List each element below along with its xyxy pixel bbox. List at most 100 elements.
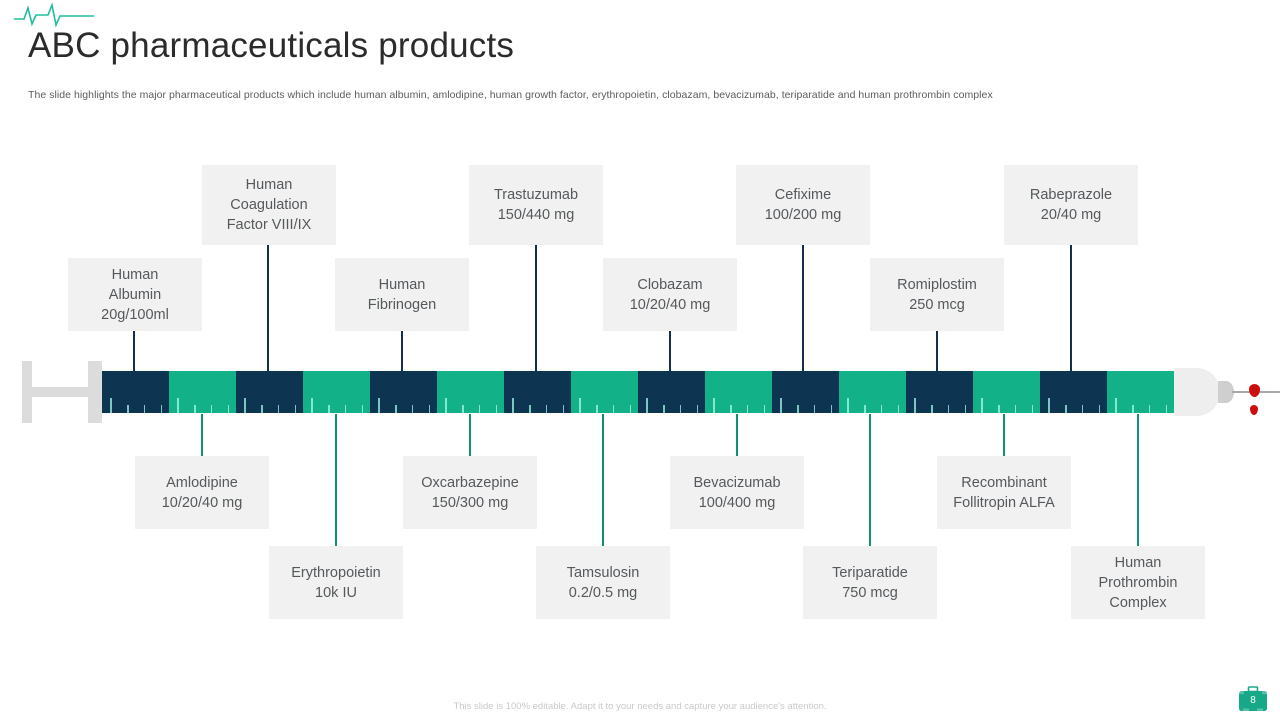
- graduation-tick: [998, 405, 1000, 413]
- product-label-line: Romiplostim: [897, 276, 977, 293]
- syringe-segment: [705, 371, 772, 413]
- connector-line-top-7: [1070, 245, 1072, 373]
- graduation-tick: [880, 405, 883, 413]
- medical-briefcase-icon: [1239, 686, 1267, 711]
- ecg-heartbeat-icon: [14, 2, 94, 28]
- graduation-tick: [143, 405, 146, 413]
- product-label-line: Clobazam: [637, 276, 703, 293]
- product-label-line: Teriparatide: [832, 564, 908, 581]
- connector-line-bottom-5: [869, 414, 871, 546]
- product-label-line: Human: [111, 266, 159, 283]
- graduation-tick: [931, 405, 933, 413]
- product-label-line: 10/20/40 mg: [161, 494, 243, 511]
- product-label-box[interactable]: Rabeprazole 20/40 mg: [1004, 165, 1138, 245]
- connector-line-bottom-6: [1003, 414, 1005, 456]
- graduation-tick: [1065, 405, 1067, 413]
- graduation-tick: [529, 405, 531, 413]
- product-label-line: 250 mcg: [909, 296, 965, 313]
- graduation-tick: [294, 405, 297, 413]
- connector-line-bottom-7: [1137, 414, 1139, 546]
- connector-line-bottom-0: [201, 414, 203, 456]
- product-label-line: Oxcarbazepine: [421, 474, 519, 491]
- graduation-tick: [679, 405, 682, 413]
- product-label-box[interactable]: Trastuzumab 150/440 mg: [469, 165, 603, 245]
- syringe-segment: [638, 371, 705, 413]
- product-label-line: Cefixime: [774, 187, 832, 203]
- graduation-tick: [696, 405, 699, 413]
- syringe-plunger-seal: [88, 361, 102, 423]
- graduation-tick: [445, 398, 447, 413]
- product-label-box[interactable]: Romiplostim 250 mcg: [870, 258, 1004, 331]
- syringe-segment: [1040, 371, 1107, 413]
- graduation-tick: [763, 405, 766, 413]
- graduation-tick: [261, 405, 263, 413]
- product-label-line: Trastuzumab: [493, 187, 579, 203]
- graduation-tick: [780, 398, 782, 413]
- product-label-line: Complex: [1109, 594, 1167, 611]
- graduation-tick: [1165, 405, 1168, 413]
- page-subtitle: The slide highlights the major pharmaceu…: [28, 89, 993, 101]
- syringe-segment: [1107, 371, 1174, 413]
- graduation-tick: [813, 405, 816, 413]
- product-label-line: Prothrombin: [1098, 574, 1178, 591]
- syringe-segment: [169, 371, 236, 413]
- product-label-line: Amlodipine: [166, 474, 238, 491]
- graduation-tick: [830, 405, 833, 413]
- graduation-tick: [127, 405, 129, 413]
- graduation-tick: [1081, 405, 1084, 413]
- product-label-line: 100/200 mg: [764, 207, 842, 223]
- product-label-line: Human: [378, 276, 426, 293]
- product-label-line: 20/40 mg: [1040, 207, 1102, 223]
- syringe-segment: [571, 371, 638, 413]
- blood-drop-small-icon: [1250, 405, 1258, 415]
- product-label-line: Rabeprazole: [1029, 187, 1113, 203]
- graduation-tick: [177, 398, 179, 413]
- product-label-line: 20g/100ml: [101, 306, 169, 323]
- syringe-segment: [437, 371, 504, 413]
- graduation-tick: [1031, 405, 1034, 413]
- graduation-tick: [562, 405, 565, 413]
- graduation-tick: [110, 398, 112, 413]
- graduation-tick: [462, 405, 464, 413]
- syringe-plunger-shaft: [32, 387, 88, 397]
- product-label-box[interactable]: Amlodipine 10/20/40 mg: [135, 456, 269, 529]
- graduation-tick: [746, 405, 749, 413]
- graduation-tick: [210, 405, 213, 413]
- syringe-segment: [504, 371, 571, 413]
- connector-line-top-0: [133, 331, 135, 373]
- syringe-graduation-ticks: [102, 397, 1174, 413]
- connector-line-bottom-2: [469, 414, 471, 456]
- graduation-tick: [1148, 405, 1151, 413]
- graduation-tick: [227, 405, 230, 413]
- product-label-line: Coagulation: [230, 197, 308, 213]
- syringe-segment: [303, 371, 370, 413]
- syringe-segment: [772, 371, 839, 413]
- graduation-tick: [847, 398, 849, 413]
- graduation-tick: [730, 405, 732, 413]
- syringe-needle-hub: [1218, 381, 1234, 403]
- product-label-line: 150/440 mg: [497, 207, 575, 223]
- product-label-line: Bevacizumab: [693, 474, 781, 491]
- syringe-segment: [370, 371, 437, 413]
- graduation-tick: [344, 405, 347, 413]
- graduation-tick: [981, 398, 983, 413]
- connector-line-top-2: [401, 331, 403, 373]
- product-label-line: 0.2/0.5 mg: [568, 584, 638, 601]
- syringe-plunger-flange: [22, 361, 32, 423]
- graduation-tick: [897, 405, 900, 413]
- product-label-line: 10k IU: [315, 584, 357, 601]
- product-label-box[interactable]: Cefixime 100/200 mg: [736, 165, 870, 245]
